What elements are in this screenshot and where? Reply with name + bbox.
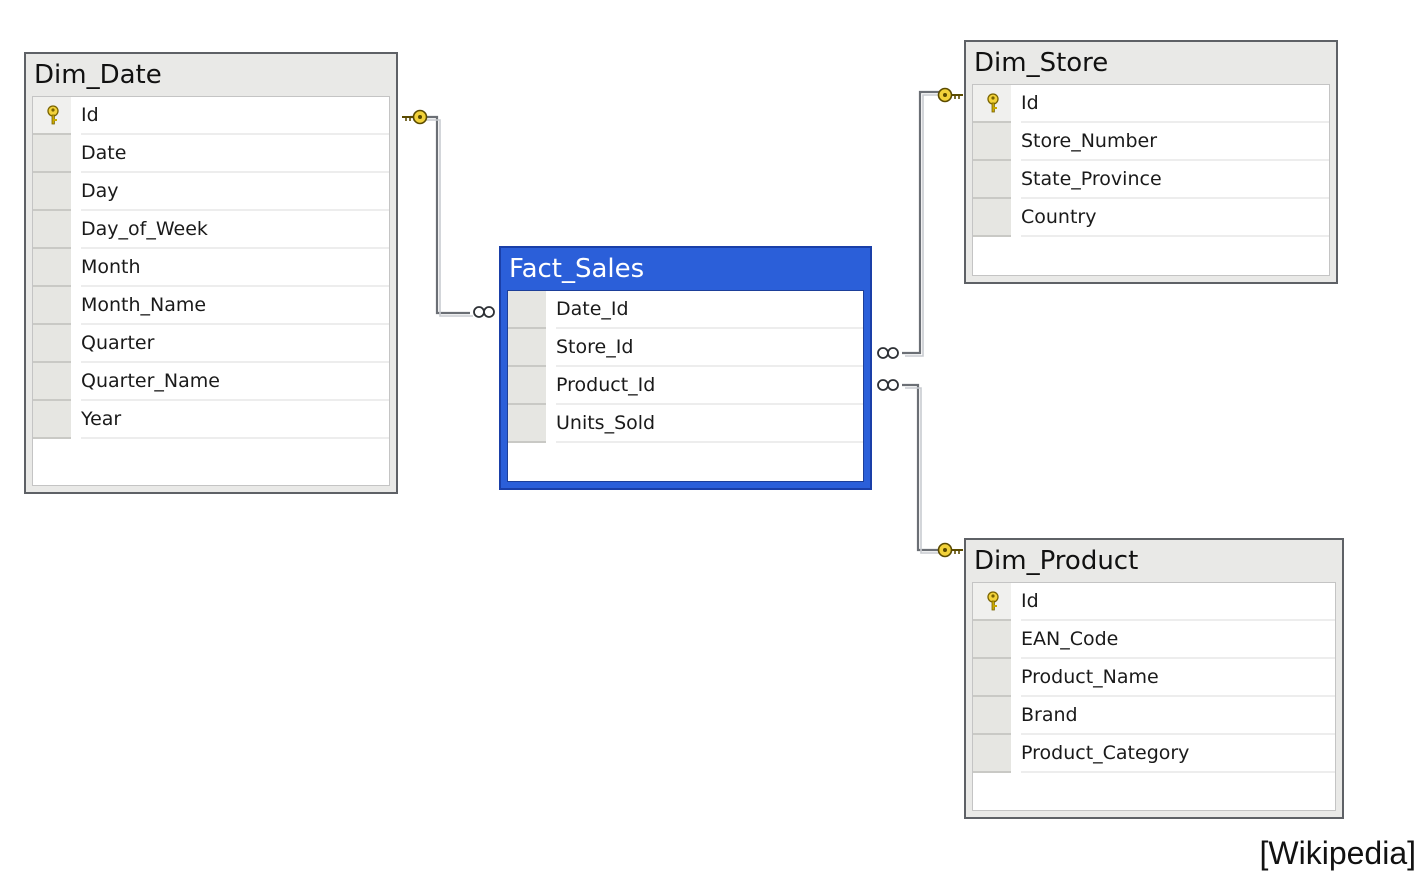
table-title: Dim_Date	[34, 60, 162, 90]
table-title: Fact_Sales	[509, 254, 645, 284]
column-row[interactable]: Id	[973, 85, 1329, 123]
row-selector[interactable]	[973, 85, 1011, 123]
credit-label: [Wikipedia]	[1259, 835, 1417, 871]
column-row[interactable]: Id	[33, 97, 389, 135]
row-selector[interactable]	[508, 329, 546, 367]
column-name: Date_Id	[556, 291, 863, 329]
column-row[interactable]: Quarter_Name	[33, 363, 389, 401]
column-row[interactable]: Day	[33, 173, 389, 211]
column-name: Day	[81, 173, 389, 211]
column-name: Date	[81, 135, 389, 173]
row-selector[interactable]	[33, 401, 71, 439]
relationship-line-product[interactable]	[902, 383, 944, 552]
row-selector[interactable]	[973, 659, 1011, 697]
column-row[interactable]: Day_of_Week	[33, 211, 389, 249]
relationship-line-product-shadow	[905, 387, 947, 554]
column-name: Quarter	[81, 325, 389, 363]
relationship-line-store-shadow	[905, 94, 947, 357]
column-row[interactable]: Store_Number	[973, 123, 1329, 161]
column-name: Id	[1021, 583, 1335, 621]
key-icon	[937, 542, 963, 558]
column-name: Id	[81, 97, 389, 135]
relationship-line-store[interactable]	[902, 90, 944, 355]
column-name: Country	[1021, 199, 1329, 237]
row-selector[interactable]	[973, 161, 1011, 199]
infinity-icon	[877, 347, 899, 359]
row-selector[interactable]	[973, 123, 1011, 161]
row-selector[interactable]	[33, 363, 71, 401]
row-selector[interactable]	[33, 249, 71, 287]
relationship-line-date-shadow	[413, 119, 473, 317]
column-row[interactable]: Units_Sold	[508, 405, 863, 443]
row-selector[interactable]	[973, 735, 1011, 773]
key-icon	[402, 109, 428, 125]
key-icon	[937, 87, 963, 103]
row-selector[interactable]	[33, 325, 71, 363]
column-row[interactable]: Year	[33, 401, 389, 439]
column-row[interactable]: Product_Category	[973, 735, 1335, 773]
column-row[interactable]: Month	[33, 249, 389, 287]
row-selector[interactable]	[973, 621, 1011, 659]
column-name: Store_Number	[1021, 123, 1329, 161]
row-selector[interactable]	[508, 405, 546, 443]
column-name: Product_Category	[1021, 735, 1335, 773]
row-selector[interactable]	[508, 291, 546, 329]
column-row[interactable]: Date_Id	[508, 291, 863, 329]
column-name: Month_Name	[81, 287, 389, 325]
row-selector[interactable]	[33, 135, 71, 173]
table-title: Dim_Store	[974, 48, 1109, 78]
row-selector[interactable]	[973, 583, 1011, 621]
column-name: Year	[81, 401, 389, 439]
column-row[interactable]: Brand	[973, 697, 1335, 735]
row-selector[interactable]	[973, 199, 1011, 237]
column-name: EAN_Code	[1021, 621, 1335, 659]
column-name: Day_of_Week	[81, 211, 389, 249]
column-row[interactable]: Store_Id	[508, 329, 863, 367]
column-row[interactable]: Date	[33, 135, 389, 173]
column-name: Units_Sold	[556, 405, 863, 443]
table-title: Dim_Product	[974, 546, 1139, 576]
row-selector[interactable]	[973, 697, 1011, 735]
column-name: Month	[81, 249, 389, 287]
column-name: Store_Id	[556, 329, 863, 367]
row-selector[interactable]	[33, 287, 71, 325]
column-name: State_Province	[1021, 161, 1329, 199]
column-name: Brand	[1021, 697, 1335, 735]
column-row[interactable]: Country	[973, 199, 1329, 237]
column-row[interactable]: EAN_Code	[973, 621, 1335, 659]
column-name: Quarter_Name	[81, 363, 389, 401]
column-row[interactable]: Month_Name	[33, 287, 389, 325]
column-name: Id	[1021, 85, 1329, 123]
column-name: Product_Id	[556, 367, 863, 405]
column-row[interactable]: Id	[973, 583, 1335, 621]
infinity-icon	[473, 306, 495, 318]
row-selector[interactable]	[33, 97, 71, 135]
column-row[interactable]: Product_Id	[508, 367, 863, 405]
infinity-icon	[877, 379, 899, 391]
column-name: Product_Name	[1021, 659, 1335, 697]
column-row[interactable]: Product_Name	[973, 659, 1335, 697]
row-selector[interactable]	[508, 367, 546, 405]
row-selector[interactable]	[33, 173, 71, 211]
column-row[interactable]: Quarter	[33, 325, 389, 363]
column-row[interactable]: State_Province	[973, 161, 1329, 199]
row-selector[interactable]	[33, 211, 71, 249]
